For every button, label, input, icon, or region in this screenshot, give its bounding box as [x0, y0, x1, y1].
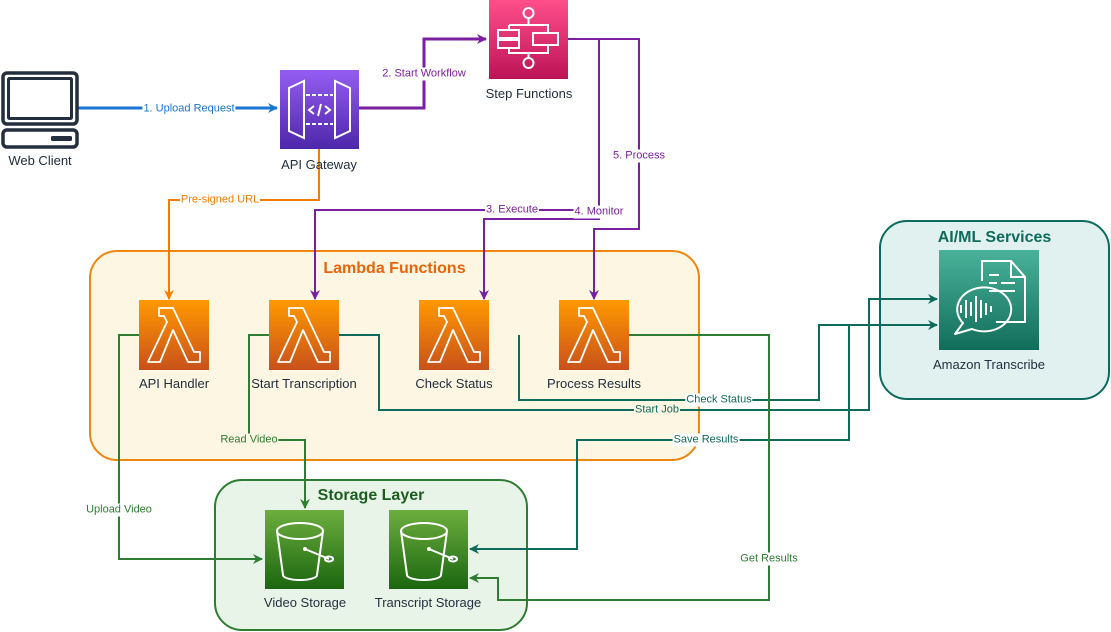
- process-results-label: Process Results: [547, 376, 641, 391]
- check-status-label: Check Status: [415, 376, 493, 391]
- amazon-transcribe-label: Amazon Transcribe: [933, 357, 1045, 372]
- s3-bucket-icon[interactable]: [265, 510, 344, 589]
- edge-get-results: [469, 334, 770, 601]
- api-handler-label: API Handler: [138, 376, 210, 391]
- edge-label-process: 5. Process: [612, 149, 666, 163]
- edge-start-job: [339, 294, 938, 411]
- storage-layer-title: Storage Layer: [317, 487, 425, 504]
- edge-check-status: [518, 320, 938, 401]
- edge-save-results: [469, 325, 850, 554]
- step-functions-icon[interactable]: [489, 0, 568, 79]
- edge-label-check-status: Check Status: [685, 393, 753, 407]
- step-functions-label: Step Functions: [485, 86, 573, 101]
- api-gateway-label: API Gateway: [281, 157, 357, 172]
- edge-upload-video: [118, 334, 263, 564]
- edge-monitor: [479, 210, 600, 300]
- start-transcription-label: Start Transcription: [251, 376, 357, 391]
- edge-label-upload-video: Upload Video: [85, 503, 153, 517]
- edge-label-read-video: Read Video: [219, 433, 279, 447]
- aiml-services-group: AI/ML Services: [879, 220, 1110, 400]
- video-storage-label: Video Storage: [263, 595, 347, 610]
- s3-bucket-icon[interactable]: [389, 510, 468, 589]
- web-client-label: Web Client: [8, 153, 72, 168]
- edge-label-presigned-url: Pre-signed URL: [179, 193, 261, 207]
- edge-process: [589, 38, 640, 300]
- lambda-icon[interactable]: [139, 300, 209, 370]
- edge-label-start-job: Start Job: [633, 403, 681, 417]
- desktop-computer-icon[interactable]: [0, 70, 80, 150]
- api-gateway-icon[interactable]: [280, 70, 359, 149]
- lambda-icon[interactable]: [419, 300, 489, 370]
- lambda-icon[interactable]: [559, 300, 629, 370]
- lambda-functions-title: Lambda Functions: [323, 260, 466, 277]
- edge-label-monitor: 4. Monitor: [573, 205, 625, 219]
- edge-label-upload-request: 1. Upload Request: [142, 102, 236, 116]
- lambda-icon[interactable]: [269, 300, 339, 370]
- edge-label-save-results: Save Results: [672, 433, 740, 447]
- edge-label-start-workflow: 2. Start Workflow: [381, 67, 467, 81]
- edge-label-execute: 3. Execute: [485, 203, 539, 217]
- aiml-services-title: AI/ML Services: [937, 229, 1052, 246]
- transcribe-icon[interactable]: [939, 250, 1039, 350]
- edge-label-get-results: Get Results: [739, 552, 799, 566]
- transcript-storage-label: Transcript Storage: [374, 595, 482, 610]
